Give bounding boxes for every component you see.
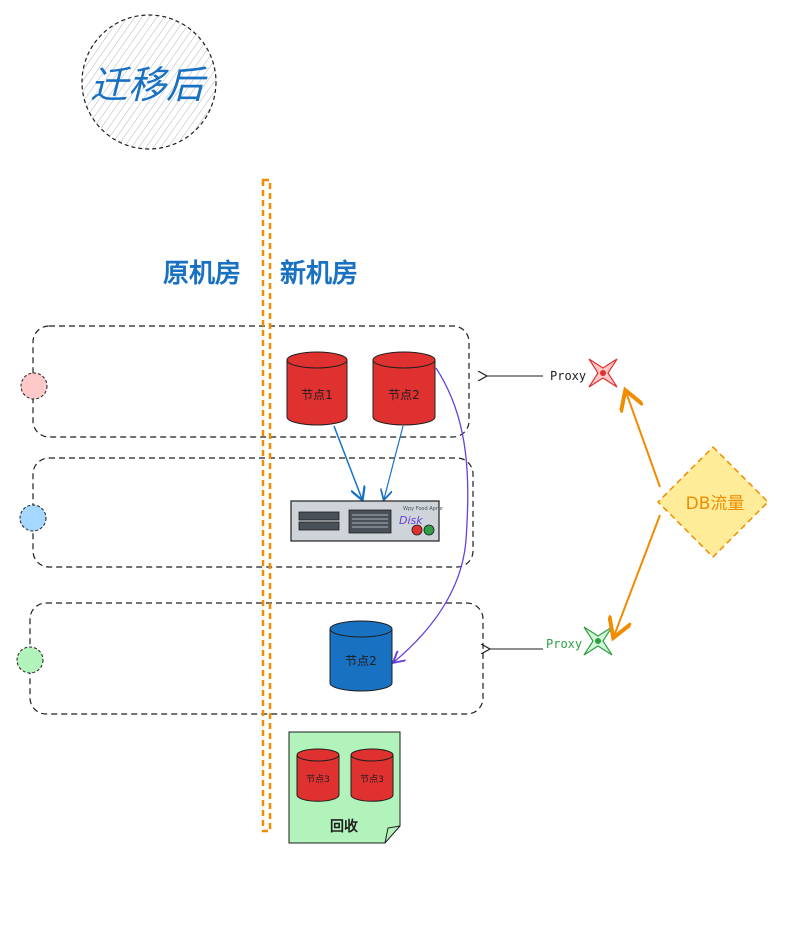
- node-3b-label: 节点3: [360, 774, 384, 785]
- row-1-dot: [20, 372, 48, 400]
- row-3-dot: [16, 646, 44, 674]
- node-2-bottom-label: 节点2: [345, 654, 377, 668]
- row-2-dot: [19, 504, 47, 532]
- room-divider: [261, 178, 272, 833]
- title-badge: 迁移后: [81, 14, 217, 150]
- arrow-traffic-bottom: [614, 514, 661, 636]
- node-1-cylinder: 节点1: [286, 351, 348, 426]
- recycle-box: 节点3 节点3 回收: [288, 731, 401, 844]
- node-2-top-cylinder: 节点2: [372, 351, 436, 426]
- group-row-2: [32, 457, 474, 568]
- arrow-traffic-top: [626, 392, 661, 488]
- proxy-top-icon: [588, 358, 618, 388]
- db-traffic-label: DB流量: [686, 494, 745, 514]
- disk-red-light: [411, 524, 423, 536]
- disk-tiny-text: Wpy Food Aprur: [403, 506, 444, 512]
- node-3a-cylinder: 节点3: [296, 748, 340, 802]
- page-title: 迁移后: [90, 63, 208, 107]
- node-1-label: 节点1: [301, 388, 333, 402]
- disk-label: Disk: [399, 514, 423, 527]
- node-3b-cylinder: 节点3: [350, 748, 394, 802]
- proxy-top-label: Proxy: [550, 369, 586, 383]
- proxy-bottom-icon: [583, 626, 613, 656]
- new-room-label: 新机房: [280, 258, 358, 289]
- arrow-node1-to-disk: [333, 425, 362, 499]
- arrow-node2-to-disk: [384, 425, 404, 499]
- disk-green-light: [423, 524, 435, 536]
- group-row-3: [29, 602, 484, 715]
- recycle-label: 回收: [330, 818, 359, 835]
- node-2-bottom-cylinder: 节点2: [329, 620, 393, 692]
- origin-room-label: 原机房: [163, 259, 241, 289]
- node-2-top-label: 节点2: [388, 388, 420, 402]
- disk-server: Wpy Food Aprur Disk: [290, 500, 444, 542]
- node-3a-label: 节点3: [306, 774, 330, 785]
- arrow-migrate-node2: [394, 367, 469, 662]
- proxy-bottom-label: Proxy: [546, 637, 582, 651]
- db-traffic-diamond: DB流量: [657, 446, 769, 558]
